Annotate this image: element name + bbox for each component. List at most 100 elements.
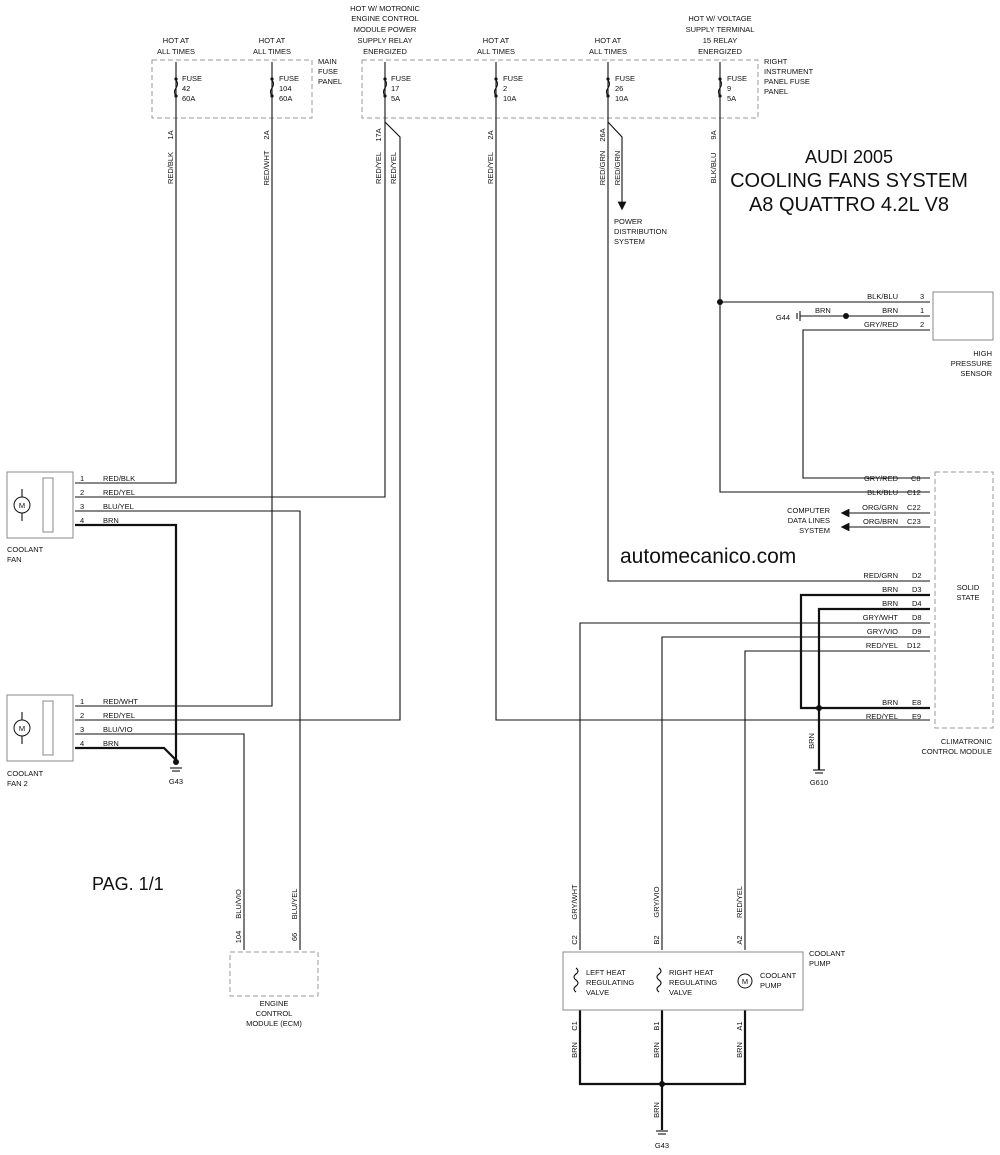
svg-text:PUMP: PUMP: [809, 959, 831, 968]
svg-text:RED/YEL: RED/YEL: [866, 712, 898, 721]
coolant-pump-assembly: COOLANT PUMP LEFT HEAT REGULATING VALVE …: [562, 884, 846, 1150]
svg-text:FUSE: FUSE: [182, 74, 202, 83]
svg-text:VALVE: VALVE: [586, 988, 609, 997]
svg-text:A2: A2: [735, 935, 744, 944]
main-fuse-panel-label-2: FUSE: [318, 67, 338, 76]
svg-text:BLU/VIO: BLU/VIO: [103, 725, 133, 734]
fuse-26: HOT AT ALL TIMES FUSE 26 10A 26A RED/GRN…: [589, 36, 635, 185]
svg-text:60A: 60A: [182, 94, 195, 103]
svg-text:BRN: BRN: [807, 733, 816, 749]
fuse-icon: [605, 79, 611, 97]
wires: [75, 118, 930, 1130]
svg-text:VALVE: VALVE: [669, 988, 692, 997]
high-pressure-sensor: HIGH PRESSURE SENSOR: [932, 291, 994, 378]
svg-text:C1: C1: [570, 1021, 579, 1031]
fuse-icon: [269, 79, 275, 97]
svg-text:15 RELAY: 15 RELAY: [703, 36, 737, 45]
svg-text:RED/GRN: RED/GRN: [863, 571, 898, 580]
fuse-icon: [493, 79, 499, 97]
svg-text:REGULATING: REGULATING: [586, 978, 634, 987]
svg-text:RED/GRN: RED/GRN: [598, 151, 607, 186]
svg-text:BRN: BRN: [735, 1042, 744, 1058]
svg-text:M: M: [742, 977, 748, 986]
svg-text:COOLANT: COOLANT: [7, 545, 44, 554]
svg-text:104: 104: [279, 84, 292, 93]
svg-text:RED/YEL: RED/YEL: [486, 152, 495, 184]
svg-text:E8: E8: [912, 698, 921, 707]
svg-text:CONTROL: CONTROL: [256, 1009, 293, 1018]
svg-text:FAN 2: FAN 2: [7, 779, 28, 788]
svg-text:2: 2: [80, 711, 84, 720]
svg-text:2: 2: [920, 320, 924, 329]
svg-text:A1: A1: [735, 1021, 744, 1030]
svg-text:PUMP: PUMP: [760, 981, 782, 990]
svg-text:BRN: BRN: [815, 306, 831, 315]
svg-text:MODULE (ECM): MODULE (ECM): [246, 1019, 302, 1028]
svg-text:GRY/RED: GRY/RED: [864, 474, 899, 483]
svg-text:SOLID: SOLID: [957, 583, 980, 592]
svg-text:SUPPLY TERMINAL: SUPPLY TERMINAL: [686, 25, 755, 34]
svg-text:10A: 10A: [615, 94, 628, 103]
engine-control-module: ENGINE CONTROL MODULE (ECM) 104 BLU/VIO …: [229, 889, 319, 1028]
ground-g43-fans: G43: [169, 759, 183, 786]
svg-text:G43: G43: [169, 777, 183, 786]
svg-text:SENSOR: SENSOR: [960, 369, 992, 378]
svg-text:B2: B2: [652, 935, 661, 944]
svg-text:HOT AT: HOT AT: [595, 36, 622, 45]
svg-text:BRN: BRN: [882, 599, 898, 608]
svg-text:C12: C12: [907, 488, 921, 497]
svg-text:GRY/VIO: GRY/VIO: [652, 886, 661, 917]
sensor-wiring-labels: BLK/BLU 3 BRN 1 GRY/RED 2 BRN G44: [776, 292, 924, 329]
svg-text:RED/YEL: RED/YEL: [735, 886, 744, 918]
svg-text:G610: G610: [810, 778, 828, 787]
svg-text:ALL TIMES: ALL TIMES: [157, 47, 195, 56]
svg-text:ALL TIMES: ALL TIMES: [477, 47, 515, 56]
svg-text:4: 4: [80, 739, 84, 748]
fuse-104: HOT AT ALL TIMES FUSE 104 60A 2A RED/WHT: [253, 36, 299, 186]
svg-text:26: 26: [615, 84, 623, 93]
title-line-2: COOLING FANS SYSTEM: [730, 170, 968, 192]
svg-text:BLU/VIO: BLU/VIO: [234, 889, 243, 919]
svg-text:2A: 2A: [486, 130, 495, 139]
svg-text:REGULATING: REGULATING: [669, 978, 717, 987]
svg-text:MODULE POWER: MODULE POWER: [354, 25, 417, 34]
main-fuse-panel: MAIN FUSE PANEL HOT AT ALL TIMES FUSE 42…: [151, 36, 342, 186]
svg-text:2: 2: [503, 84, 507, 93]
svg-text:RED/YEL: RED/YEL: [103, 488, 135, 497]
fuse-17: HOT W/ MOTRONIC ENGINE CONTROL MODULE PO…: [350, 4, 420, 184]
svg-text:SUPPLY RELAY: SUPPLY RELAY: [357, 36, 412, 45]
svg-text:BLK/BLU: BLK/BLU: [867, 292, 898, 301]
svg-text:RIGHT HEAT: RIGHT HEAT: [669, 968, 714, 977]
svg-text:BRN: BRN: [882, 306, 898, 315]
svg-text:BLU/YEL: BLU/YEL: [290, 889, 299, 920]
svg-text:FUSE: FUSE: [503, 74, 523, 83]
svg-text:ALL TIMES: ALL TIMES: [589, 47, 627, 56]
svg-text:GRY/WHT: GRY/WHT: [570, 884, 579, 920]
svg-text:1: 1: [80, 697, 84, 706]
svg-text:ENGINE: ENGINE: [260, 999, 289, 1008]
svg-text:1A: 1A: [166, 130, 175, 139]
svg-text:BLK/BLU: BLK/BLU: [867, 488, 898, 497]
ground-g43-pump: G43: [655, 1130, 669, 1150]
svg-text:ENERGIZED: ENERGIZED: [698, 47, 742, 56]
svg-text:M: M: [19, 724, 25, 733]
svg-text:3: 3: [920, 292, 924, 301]
svg-text:1: 1: [920, 306, 924, 315]
watermark: automecanico.com: [620, 545, 796, 568]
svg-text:ORG/BRN: ORG/BRN: [863, 517, 898, 526]
svg-text:HOT W/ MOTRONIC: HOT W/ MOTRONIC: [350, 4, 420, 13]
svg-text:C8: C8: [911, 474, 921, 483]
page-label: PAG. 1/1: [92, 874, 164, 894]
svg-text:STATE: STATE: [956, 593, 979, 602]
fuse-2: HOT AT ALL TIMES FUSE 2 10A 2A RED/YEL: [477, 36, 523, 184]
svg-text:3: 3: [80, 725, 84, 734]
svg-text:COOLANT: COOLANT: [7, 769, 44, 778]
power-distribution-label: POWER DISTRIBUTION SYSTEM: [614, 217, 667, 246]
svg-text:3: 3: [80, 502, 84, 511]
svg-text:RED/BLK: RED/BLK: [103, 474, 135, 483]
svg-text:BRN: BRN: [882, 585, 898, 594]
svg-text:42: 42: [182, 84, 190, 93]
svg-text:RED/WHT: RED/WHT: [103, 697, 138, 706]
svg-text:66: 66: [290, 933, 299, 941]
